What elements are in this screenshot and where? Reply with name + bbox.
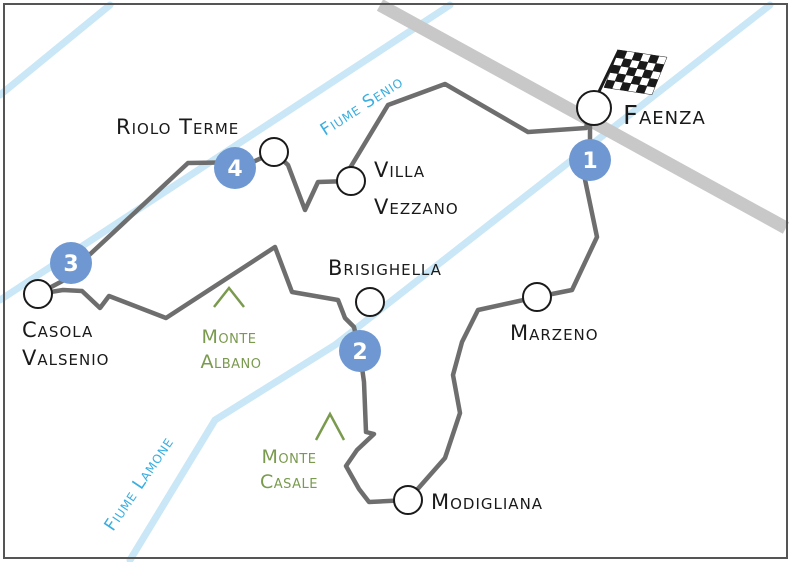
town-marker-casola-valsenio [23, 279, 53, 309]
race-route [35, 81, 600, 505]
town-label-brisighella: Brisighella [328, 256, 442, 280]
mountain-label-monte-casale-2: Casale [260, 471, 318, 493]
mountain-label-monte-casale-1: Monte [261, 446, 316, 468]
stage-badge-1 [569, 139, 611, 181]
town-label-casola: Casola [22, 318, 93, 342]
stage-badge-4 [214, 147, 256, 189]
town-label-vezzano: Vezzano [374, 195, 459, 219]
stage-badge-1-label: 1 [582, 149, 597, 174]
stage-badge-3-label: 3 [63, 252, 78, 277]
town-marker-marzeno [522, 282, 552, 312]
town-marker-villa-vezzano [336, 166, 366, 196]
town-marker-faenza [576, 90, 612, 126]
monte-casale-icon [314, 411, 346, 441]
town-marker-brisighella [355, 287, 385, 317]
town-markers [23, 90, 612, 515]
river-fiume-lamone [126, 1, 774, 562]
town-label-modigliana: Modigliana [431, 490, 543, 514]
mountain-label-monte-albano-2: Albano [200, 351, 261, 373]
stage-badge-2-label: 2 [352, 340, 367, 365]
stage-badge-4-label: 4 [227, 157, 242, 182]
stage-badge-2 [339, 330, 381, 372]
stage-badge-3 [50, 242, 92, 284]
flag-cell [643, 85, 656, 95]
town-marker-riolo-terme [259, 137, 289, 167]
town-label-valsenio: Valsenio [22, 346, 109, 370]
stage-badges: 1 2 3 4 [50, 139, 611, 372]
town-marker-modigliana [393, 485, 423, 515]
town-label-riolo-terme: Riolo Terme [116, 115, 239, 139]
map-frame-border [3, 3, 788, 559]
town-label-faenza: Faenza [623, 101, 706, 131]
monte-albano-icon [213, 285, 245, 308]
river-upper-left [0, 1, 114, 99]
town-label-villa: Villa [374, 158, 425, 182]
mountain-label-monte-albano-1: Monte [201, 326, 256, 348]
town-label-marzeno: Marzeno [510, 321, 599, 345]
